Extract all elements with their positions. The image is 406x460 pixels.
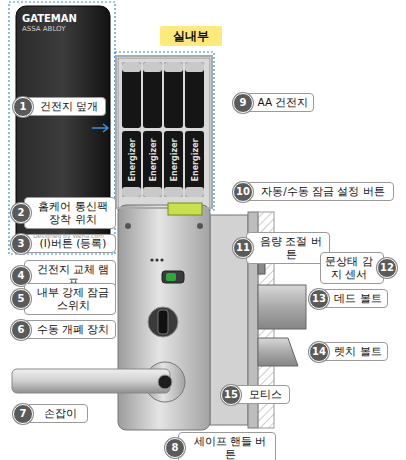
part-label: 건전지 덮개 (37, 100, 101, 113)
callout-box: 12문상태 감지 센서 (320, 252, 384, 284)
part-label: 실내부 (160, 26, 222, 46)
callout-box: 8세이프 핸들 버튼 (178, 432, 276, 460)
battery-brand: Energizer (169, 138, 178, 181)
battery-cap (164, 62, 183, 72)
direction-arrow (92, 124, 108, 132)
part-label: 음량 조절 버튼 (257, 235, 325, 261)
safe-handle-button (158, 375, 172, 389)
callout-box: 11음량 조절 버튼 (246, 232, 330, 264)
dotted-frame (9, 2, 115, 254)
callout-number: 12 (377, 258, 397, 278)
section-tag: 실내부 (160, 26, 222, 46)
switch-frame (162, 271, 184, 283)
callout-box: 6수동 개폐 장치 (24, 320, 116, 339)
battery-pack (122, 62, 204, 197)
callout-box: 10자동/수동 잠금 설정 버튼 (246, 182, 394, 201)
callout-number: 5 (11, 289, 31, 309)
printed-mark: ASSA ABLOY (22, 25, 65, 33)
callout-box: 14렛치 볼트 (322, 342, 388, 361)
aa-battery (143, 131, 162, 197)
part-label: 렛치 볼트 (333, 345, 383, 358)
part-label: 모티스 (245, 388, 285, 401)
battery-brand: Energizer (190, 138, 199, 181)
volume-button (197, 223, 203, 229)
callout-box: 9AA 건전지 (246, 93, 314, 112)
part-label: 수동 개폐 장치 (35, 323, 111, 336)
lamp-hole (155, 258, 158, 261)
callout-number: 2 (11, 203, 31, 223)
callout-number: 3 (11, 234, 31, 254)
battery-cap (164, 187, 183, 197)
part-label: 자동/수동 잠금 설정 버튼 (257, 185, 389, 198)
thumb-turn-base (148, 307, 178, 337)
part-label: 내부 강제 잠금 스위치 (35, 286, 111, 312)
callout-number: 10 (233, 182, 253, 202)
battery-cap (185, 62, 204, 72)
callout-box: 15모티스 (234, 385, 290, 404)
printed-mark: GATEMAN (22, 13, 77, 24)
battery-cap (122, 62, 141, 72)
lever-handle (12, 369, 170, 393)
aa-battery (164, 62, 183, 128)
part-label: 문상태 감지 센서 (325, 255, 373, 281)
printed-mark: Designed by Wena.com (33, 232, 104, 239)
callout-number: 1 (13, 97, 33, 117)
callout-number: 11 (233, 238, 253, 258)
battery-cap (143, 187, 162, 197)
latch-bolt (258, 338, 298, 366)
lamp-hole (150, 258, 153, 261)
callout-number: 13 (309, 289, 329, 309)
battery-brand: Energizer (127, 138, 136, 181)
lock-switch (166, 273, 176, 281)
callout-box: 7손잡이 (26, 404, 88, 423)
callout-box: 2홈케어 통신팩 장착 위치 (24, 197, 116, 229)
callout-box: 13데드 볼트 (322, 289, 388, 308)
register-button (125, 223, 131, 229)
aa-battery (122, 62, 141, 128)
callout-number: 14 (309, 342, 329, 362)
dead-bolt (258, 285, 306, 329)
aa-battery (143, 62, 162, 128)
lock-body (118, 205, 210, 430)
aa-battery (122, 131, 141, 197)
part-label: 세이프 핸들 버튼 (189, 435, 271, 460)
body-rim (116, 56, 212, 208)
battery-cap (143, 62, 162, 72)
part-label: AA 건전지 (257, 96, 309, 109)
callout-box: 5내부 강제 잠금 스위치 (24, 283, 116, 315)
thumb-turn (158, 310, 168, 334)
callout-number: 9 (233, 93, 253, 113)
battery-brand: Energizer (148, 138, 157, 181)
sticker (168, 203, 202, 215)
callout-number: 7 (13, 404, 33, 424)
callout-box: 1건전지 덮개 (26, 97, 106, 116)
callout-number: 8 (165, 438, 185, 458)
part-label: 손잡이 (37, 407, 83, 420)
part-label: 데드 볼트 (333, 292, 383, 305)
part-label: 홈케어 통신팩 장착 위치 (35, 200, 111, 226)
aa-battery (164, 131, 183, 197)
battery-compartment (118, 58, 210, 208)
lamp-hole (160, 258, 163, 261)
battery-cap (122, 187, 141, 197)
callout-number: 15 (221, 385, 241, 405)
battery-cap (185, 187, 204, 197)
callout-number: 6 (11, 320, 31, 340)
aa-battery (185, 131, 204, 197)
aa-battery (185, 62, 204, 128)
dotted-frame (115, 52, 214, 210)
